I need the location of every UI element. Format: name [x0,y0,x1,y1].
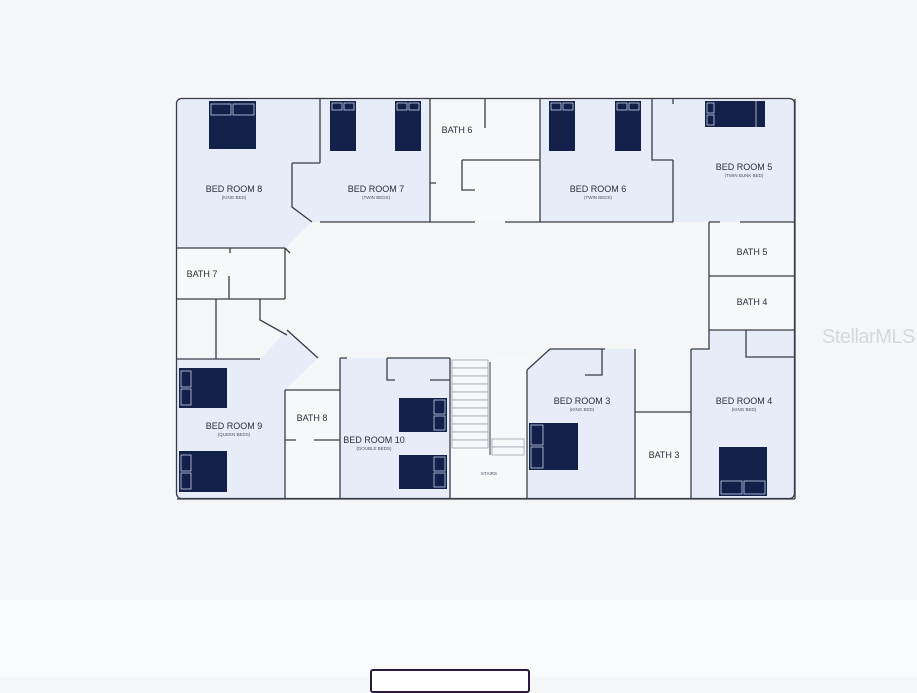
bath-7-label: BATH 7 [187,269,218,279]
bedroom-5 [652,99,795,222]
bath-4 [709,276,795,330]
bedroom-5-label: BED ROOM 5 [716,162,773,172]
bedroom-7-bed-type: (TWIN BEDS) [362,195,390,200]
bedroom-9-bed-type: (QUEEN BEDS) [218,432,251,437]
bedroom-10-label: BED ROOM 10 [343,435,405,445]
bottom-button[interactable] [370,669,530,693]
bedroom-9-label: BED ROOM 9 [206,421,263,431]
walls [175,97,796,500]
stellarmls-watermark: StellarMLS [822,326,915,348]
bedroom-6-bed-type: (TWIN BEDS) [584,195,612,200]
bed-icon [529,423,578,470]
bedroom-4 [691,330,795,499]
bath-3-label: BATH 3 [649,450,680,460]
bed-icon [179,451,227,492]
floor-plan: BED ROOM 8 (KING BED) BED ROOM 7 (TWIN B… [175,97,796,500]
bath-7 [177,248,285,299]
bath-4-label: BATH 4 [737,297,768,307]
bed-icon [719,447,767,496]
bed-icon [395,101,421,151]
bed-icon [549,101,575,151]
bedroom-5-bed-type: (TWIN BUNK BED) [725,173,764,178]
bath-8 [285,390,340,499]
bath-3 [635,412,691,499]
bedroom-10-bed-type: (DOUBLE BEDS) [356,446,392,451]
bed-icon [399,455,447,489]
bed-icon [399,398,447,432]
stairs-label: STAIRS [481,471,497,476]
bedroom-6-label: BED ROOM 6 [570,184,627,194]
bath-6-label: BATH 6 [442,125,473,135]
bath-5 [709,222,795,276]
bedroom-8-label: BED ROOM 8 [206,184,263,194]
bedroom-3-label: BED ROOM 3 [554,396,611,406]
bed-icon [330,101,356,151]
bedroom-7-label: BED ROOM 7 [348,184,405,194]
bedroom-4-bed-type: (KING BED) [732,407,757,412]
bedroom-8-bed-type: (KING BED) [222,195,247,200]
bunk-bed-icon [705,101,765,127]
bed-icon [615,101,641,151]
staircase [451,359,525,456]
bedroom-4-label: BED ROOM 4 [716,396,773,406]
bottom-band [0,600,917,677]
bedroom-3-bed-type: (KING BED) [570,407,595,412]
bed-icon [209,101,256,149]
bed-icon [179,368,227,408]
bath-8-label: BATH 8 [297,413,328,423]
bath-5-label: BATH 5 [737,247,768,257]
